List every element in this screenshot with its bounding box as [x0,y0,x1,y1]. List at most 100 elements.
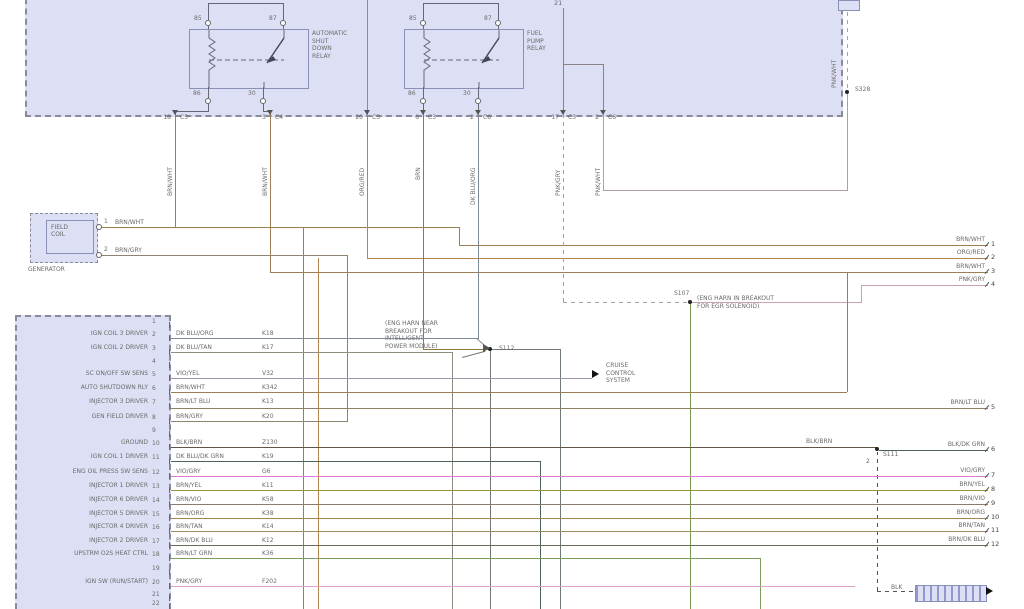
wire-segment [877,452,878,591]
edge-wire-number: 9 [991,499,996,507]
float-label: BLK/BRN [806,438,833,445]
pcm-pin-tick [169,569,170,575]
pcm-wire-color: DK BLU/ORG [176,330,214,337]
pcm-pin-number: 1 [152,318,156,325]
pcm-pin-number: 5 [152,371,156,378]
wire-color-label: ORG/RED [359,167,366,196]
wire-segment [171,378,592,379]
wire-segment [367,113,368,258]
pcm-pin-tick [169,418,170,424]
pcm-pin-number: 17 [152,538,160,545]
pcm-pin-number: 3 [152,345,156,352]
circuit-ref-21: 21 [554,0,563,7]
wire-segment [563,8,564,113]
connector-pin-icon [475,110,481,115]
pcm-signal-label: SC ON/OFF SW SENS [85,370,148,377]
splice-dot [875,447,879,451]
wire-color-label: BRN [415,167,422,180]
wire-segment [540,461,541,609]
pcm-signal-label: INJECTOR 2 DRIVER [89,537,148,544]
terminal-circle [260,98,266,104]
wire-segment [367,0,368,113]
terminal-circle [205,20,211,26]
pcm-pin-tick [169,515,170,521]
wire-color-label: BRN/WHT [262,167,269,196]
pcm-circuit-code: K38 [262,510,274,517]
pcm-wire-color: BRN/LT GRN [176,550,213,557]
terminal-circle [420,98,426,104]
edge-tick [984,486,990,493]
terminal-circle [495,20,501,26]
wire-segment [478,87,479,98]
arrowhead-icon [592,370,599,378]
wire-segment [692,302,862,303]
wire-segment [171,408,988,409]
wire-segment [175,111,209,112]
offpage-connector-stub [838,0,860,11]
wire-color-label: DK BLU/ORG [470,167,477,205]
wire-segment [171,586,855,587]
edge-wire-number: 12 [991,540,1000,548]
terminal-circle [96,252,102,258]
wire-segment [452,352,453,609]
pcm-circuit-code: K58 [262,496,274,503]
pcm-pin-tick [169,431,170,437]
edge-tick [984,241,990,248]
wire-segment [303,227,304,609]
wire-segment [603,190,848,191]
pcm-pin-tick [169,501,170,507]
connector-pin-number: 6 [415,114,419,121]
fuel-pump-relay-internals [423,30,500,88]
pcm-pin-tick [169,389,170,395]
edge-wire-color: PNK/GRY [958,276,985,283]
pcm-signal-label: UPSTRM O2S HEAT CTRL [74,550,148,557]
wire-segment [847,94,848,191]
pcm-signal-label: INJECTOR 1 DRIVER [89,482,148,489]
pcm-pin-tick [169,322,170,328]
pcm-pin-number: 10 [152,440,160,447]
wire-segment [563,113,564,302]
pcm-signal-label: ENG OIL PRESS SW SENS [72,468,148,475]
pcm-pin-tick [169,444,170,450]
wire-segment [459,245,988,246]
pcm-circuit-code: K11 [262,482,274,489]
arrowhead-icon [483,344,490,352]
splice-dot [845,90,849,94]
pcm-wire-color: BRN/ORG [176,510,205,517]
wire-segment [423,3,499,4]
wire-segment [171,447,877,448]
connector-pin-number: 18 [163,114,171,121]
wire-segment [208,26,209,29]
wire-segment [347,255,348,422]
edge-wire-color: BRN/WHT [956,263,985,270]
wire-segment [367,258,988,259]
edge-wire-number: 2 [991,253,996,261]
pcm-signal-label: IGN COIL 3 DRIVER [90,330,148,337]
pcm-circuit-code: K36 [262,550,274,557]
wire-segment [861,285,862,303]
pcm-wire-color: BRN/WHT [176,384,205,391]
pcm-circuit-code: K14 [262,523,274,530]
pcm-pin-tick [169,604,170,609]
egr-breakout-note: (ENG HARN IN BREAKOUT FOR EGR SOLENOID) [697,295,775,310]
pcm-pin-number: 7 [152,399,156,406]
pcm-pin-tick [169,335,170,341]
wire-segment [423,349,490,350]
wire-segment [171,421,347,422]
wire-segment [423,3,424,20]
edge-tick [984,500,990,507]
wire-segment [171,490,988,491]
pcm-pin-tick [169,487,170,493]
wire-segment [423,26,424,29]
connector-id: C3 [180,114,189,121]
edge-tick [984,281,990,288]
generator-caption: GENERATOR [28,266,65,273]
edge-tick [984,254,990,261]
wire-segment [423,87,424,98]
connector-pin-number: 20 [355,114,363,121]
pcm-wire-color: VIO/YEL [176,370,200,377]
pcm-pin-tick [169,362,170,368]
edge-wire-number: 10 [991,513,1000,521]
splice-label: S328 [855,86,871,93]
